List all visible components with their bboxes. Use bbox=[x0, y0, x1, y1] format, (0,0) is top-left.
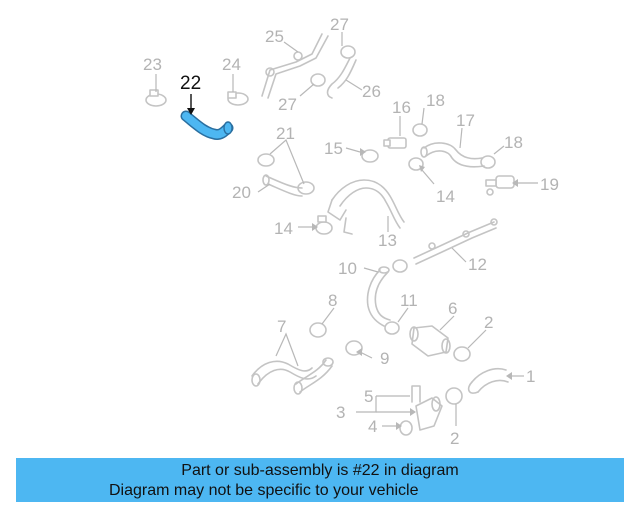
part-15-clamp[interactable] bbox=[361, 149, 379, 163]
parts-diagram: 22 23 24 25 27 26 27 21 bbox=[143, 15, 559, 448]
part-22-hose-highlighted[interactable] bbox=[180, 110, 234, 140]
callout-27-upper[interactable]: 27 bbox=[330, 15, 349, 34]
part-11-clamp[interactable] bbox=[384, 321, 400, 335]
part-18-clamp-upper[interactable] bbox=[412, 123, 428, 137]
callout-17[interactable]: 17 bbox=[456, 111, 475, 130]
callout-9[interactable]: 9 bbox=[380, 349, 389, 368]
part-7-hoses[interactable] bbox=[251, 357, 334, 395]
callout-24[interactable]: 24 bbox=[222, 55, 241, 74]
part-4-ring[interactable] bbox=[399, 420, 413, 436]
callout-10[interactable]: 10 bbox=[338, 259, 357, 278]
callout-12[interactable]: 12 bbox=[468, 255, 487, 274]
callout-21[interactable]: 21 bbox=[276, 124, 295, 143]
callout-15[interactable]: 15 bbox=[324, 139, 343, 158]
callout-19[interactable]: 19 bbox=[540, 175, 559, 194]
part-10-hose[interactable] bbox=[366, 266, 391, 327]
callout-3[interactable]: 3 bbox=[336, 403, 345, 422]
part-16-connector[interactable] bbox=[383, 137, 407, 149]
part-17-hose[interactable] bbox=[420, 142, 485, 168]
part-21-clamps[interactable] bbox=[257, 153, 315, 195]
part-26-hose[interactable] bbox=[326, 57, 357, 99]
part-14-clamp-lower[interactable] bbox=[315, 215, 333, 235]
part-6-connector[interactable] bbox=[409, 325, 451, 357]
callout-1[interactable]: 1 bbox=[526, 367, 535, 386]
callout-20[interactable]: 20 bbox=[232, 183, 251, 202]
part-clamp-10-upper[interactable] bbox=[392, 259, 408, 273]
callout-16[interactable]: 16 bbox=[392, 98, 411, 117]
part-19-sensor[interactable] bbox=[485, 175, 515, 196]
callout-27-lower[interactable]: 27 bbox=[278, 95, 297, 114]
part-3-pipe[interactable] bbox=[415, 396, 443, 431]
part-8-clamp[interactable] bbox=[309, 322, 327, 338]
callout-2-lower[interactable]: 2 bbox=[450, 429, 459, 448]
callout-14-upper[interactable]: 14 bbox=[436, 187, 455, 206]
callout-23[interactable]: 23 bbox=[143, 55, 162, 74]
caption-line-1: Part or sub-assembly is #22 in diagram bbox=[181, 462, 459, 479]
caption-banner: Part or sub-assembly is #22 in diagram D… bbox=[16, 458, 624, 502]
part-24-clamp[interactable] bbox=[227, 91, 249, 106]
callout-4[interactable]: 4 bbox=[368, 417, 377, 436]
callout-13[interactable]: 13 bbox=[378, 231, 397, 250]
callout-14-lower[interactable]: 14 bbox=[274, 219, 293, 238]
part-5-bracket[interactable] bbox=[411, 385, 421, 403]
part-14-clamp-upper[interactable] bbox=[408, 157, 424, 171]
callout-18-right[interactable]: 18 bbox=[504, 133, 523, 152]
part-2-clamp-upper[interactable] bbox=[453, 346, 471, 362]
callout-7[interactable]: 7 bbox=[277, 317, 286, 336]
callout-26[interactable]: 26 bbox=[362, 82, 381, 101]
callout-22[interactable]: 22 bbox=[180, 73, 201, 94]
callout-25[interactable]: 25 bbox=[265, 27, 284, 46]
part-23-clamp[interactable] bbox=[145, 89, 167, 107]
leader-arrow-22 bbox=[187, 108, 195, 115]
callout-18-upper[interactable]: 18 bbox=[426, 91, 445, 110]
part-2-clamp-lower[interactable] bbox=[445, 387, 463, 405]
caption-line-2: Diagram may not be specific to your vehi… bbox=[109, 482, 419, 499]
callout-6[interactable]: 6 bbox=[448, 299, 457, 318]
part-25-pipe[interactable] bbox=[261, 33, 329, 99]
part-13-pipe[interactable] bbox=[327, 179, 405, 235]
callout-11[interactable]: 11 bbox=[400, 291, 418, 310]
part-27-clamp-upper[interactable] bbox=[340, 45, 356, 59]
part-20-hose[interactable] bbox=[262, 174, 303, 197]
part-12-pipe[interactable] bbox=[413, 218, 498, 265]
callout-8[interactable]: 8 bbox=[328, 291, 337, 310]
part-27-clamp-lower[interactable] bbox=[310, 73, 326, 87]
part-1-hose[interactable] bbox=[467, 367, 509, 394]
callout-5[interactable]: 5 bbox=[364, 387, 373, 406]
part-18-clamp-right[interactable] bbox=[480, 155, 496, 169]
callout-2-upper[interactable]: 2 bbox=[484, 313, 493, 332]
